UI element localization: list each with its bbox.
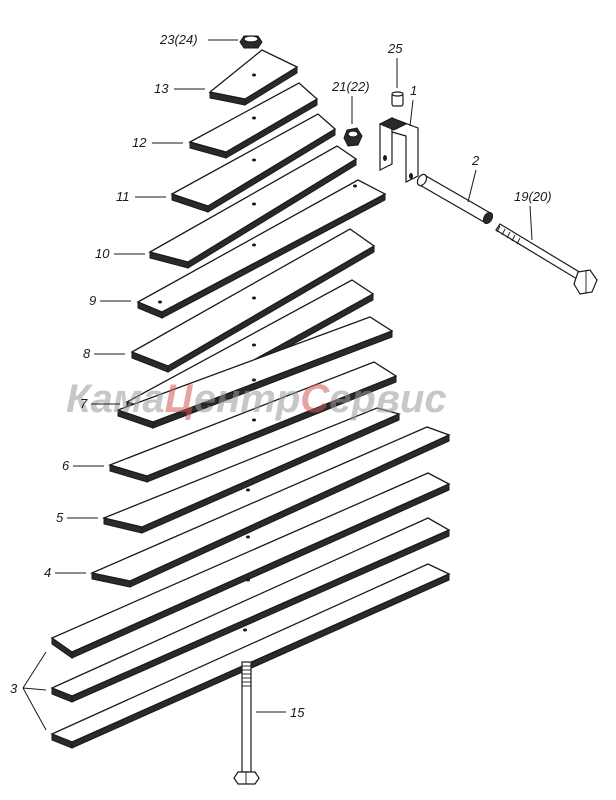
pin-2 <box>416 173 494 225</box>
leaf-10 <box>148 145 358 269</box>
leaf-4 <box>89 426 451 588</box>
leaf-9 <box>136 179 387 319</box>
callout-10: 10 <box>95 246 110 261</box>
callouts: 23(24) 13 12 11 10 9 8 7 6 5 4 3 15 25 2… <box>10 32 552 731</box>
leaf-11 <box>170 113 337 213</box>
bushing-25 <box>391 91 404 107</box>
callout-23-24: 23(24) <box>159 32 198 47</box>
leaf-8 <box>130 228 376 373</box>
nut-21-22 <box>343 127 363 147</box>
callout-15: 15 <box>290 705 305 720</box>
leaf-7-lower <box>116 316 394 429</box>
callout-4: 4 <box>44 565 51 580</box>
callout-3: 3 <box>10 681 18 696</box>
leaf-12 <box>188 82 319 159</box>
bracket-1 <box>378 117 419 183</box>
callout-1: 1 <box>410 83 417 98</box>
leaf-3-middle <box>50 517 451 703</box>
center-bolt-15 <box>233 661 260 785</box>
watermark-text: КамаЦентрСервис <box>66 377 447 421</box>
bolt-19-20 <box>495 223 598 295</box>
nut-23-24 <box>239 35 263 49</box>
callout-5: 5 <box>56 510 64 525</box>
callout-7: 7 <box>80 396 88 411</box>
callout-8: 8 <box>83 346 91 361</box>
callout-2: 2 <box>471 153 480 168</box>
leaf-3-bottom <box>50 563 451 749</box>
callout-11: 11 <box>116 189 130 204</box>
leaf-13 <box>208 49 299 106</box>
callout-19-20: 19(20) <box>514 189 552 204</box>
callout-25: 25 <box>387 41 403 56</box>
leaf-5 <box>101 407 401 534</box>
callout-21-22: 21(22) <box>331 79 370 94</box>
spring-leaves <box>50 49 451 749</box>
leaf-6 <box>107 361 398 483</box>
callout-12: 12 <box>132 135 147 150</box>
callout-9: 9 <box>89 293 96 308</box>
leaf-3-top <box>50 472 451 659</box>
callout-6: 6 <box>62 458 70 473</box>
callout-13: 13 <box>154 81 169 96</box>
